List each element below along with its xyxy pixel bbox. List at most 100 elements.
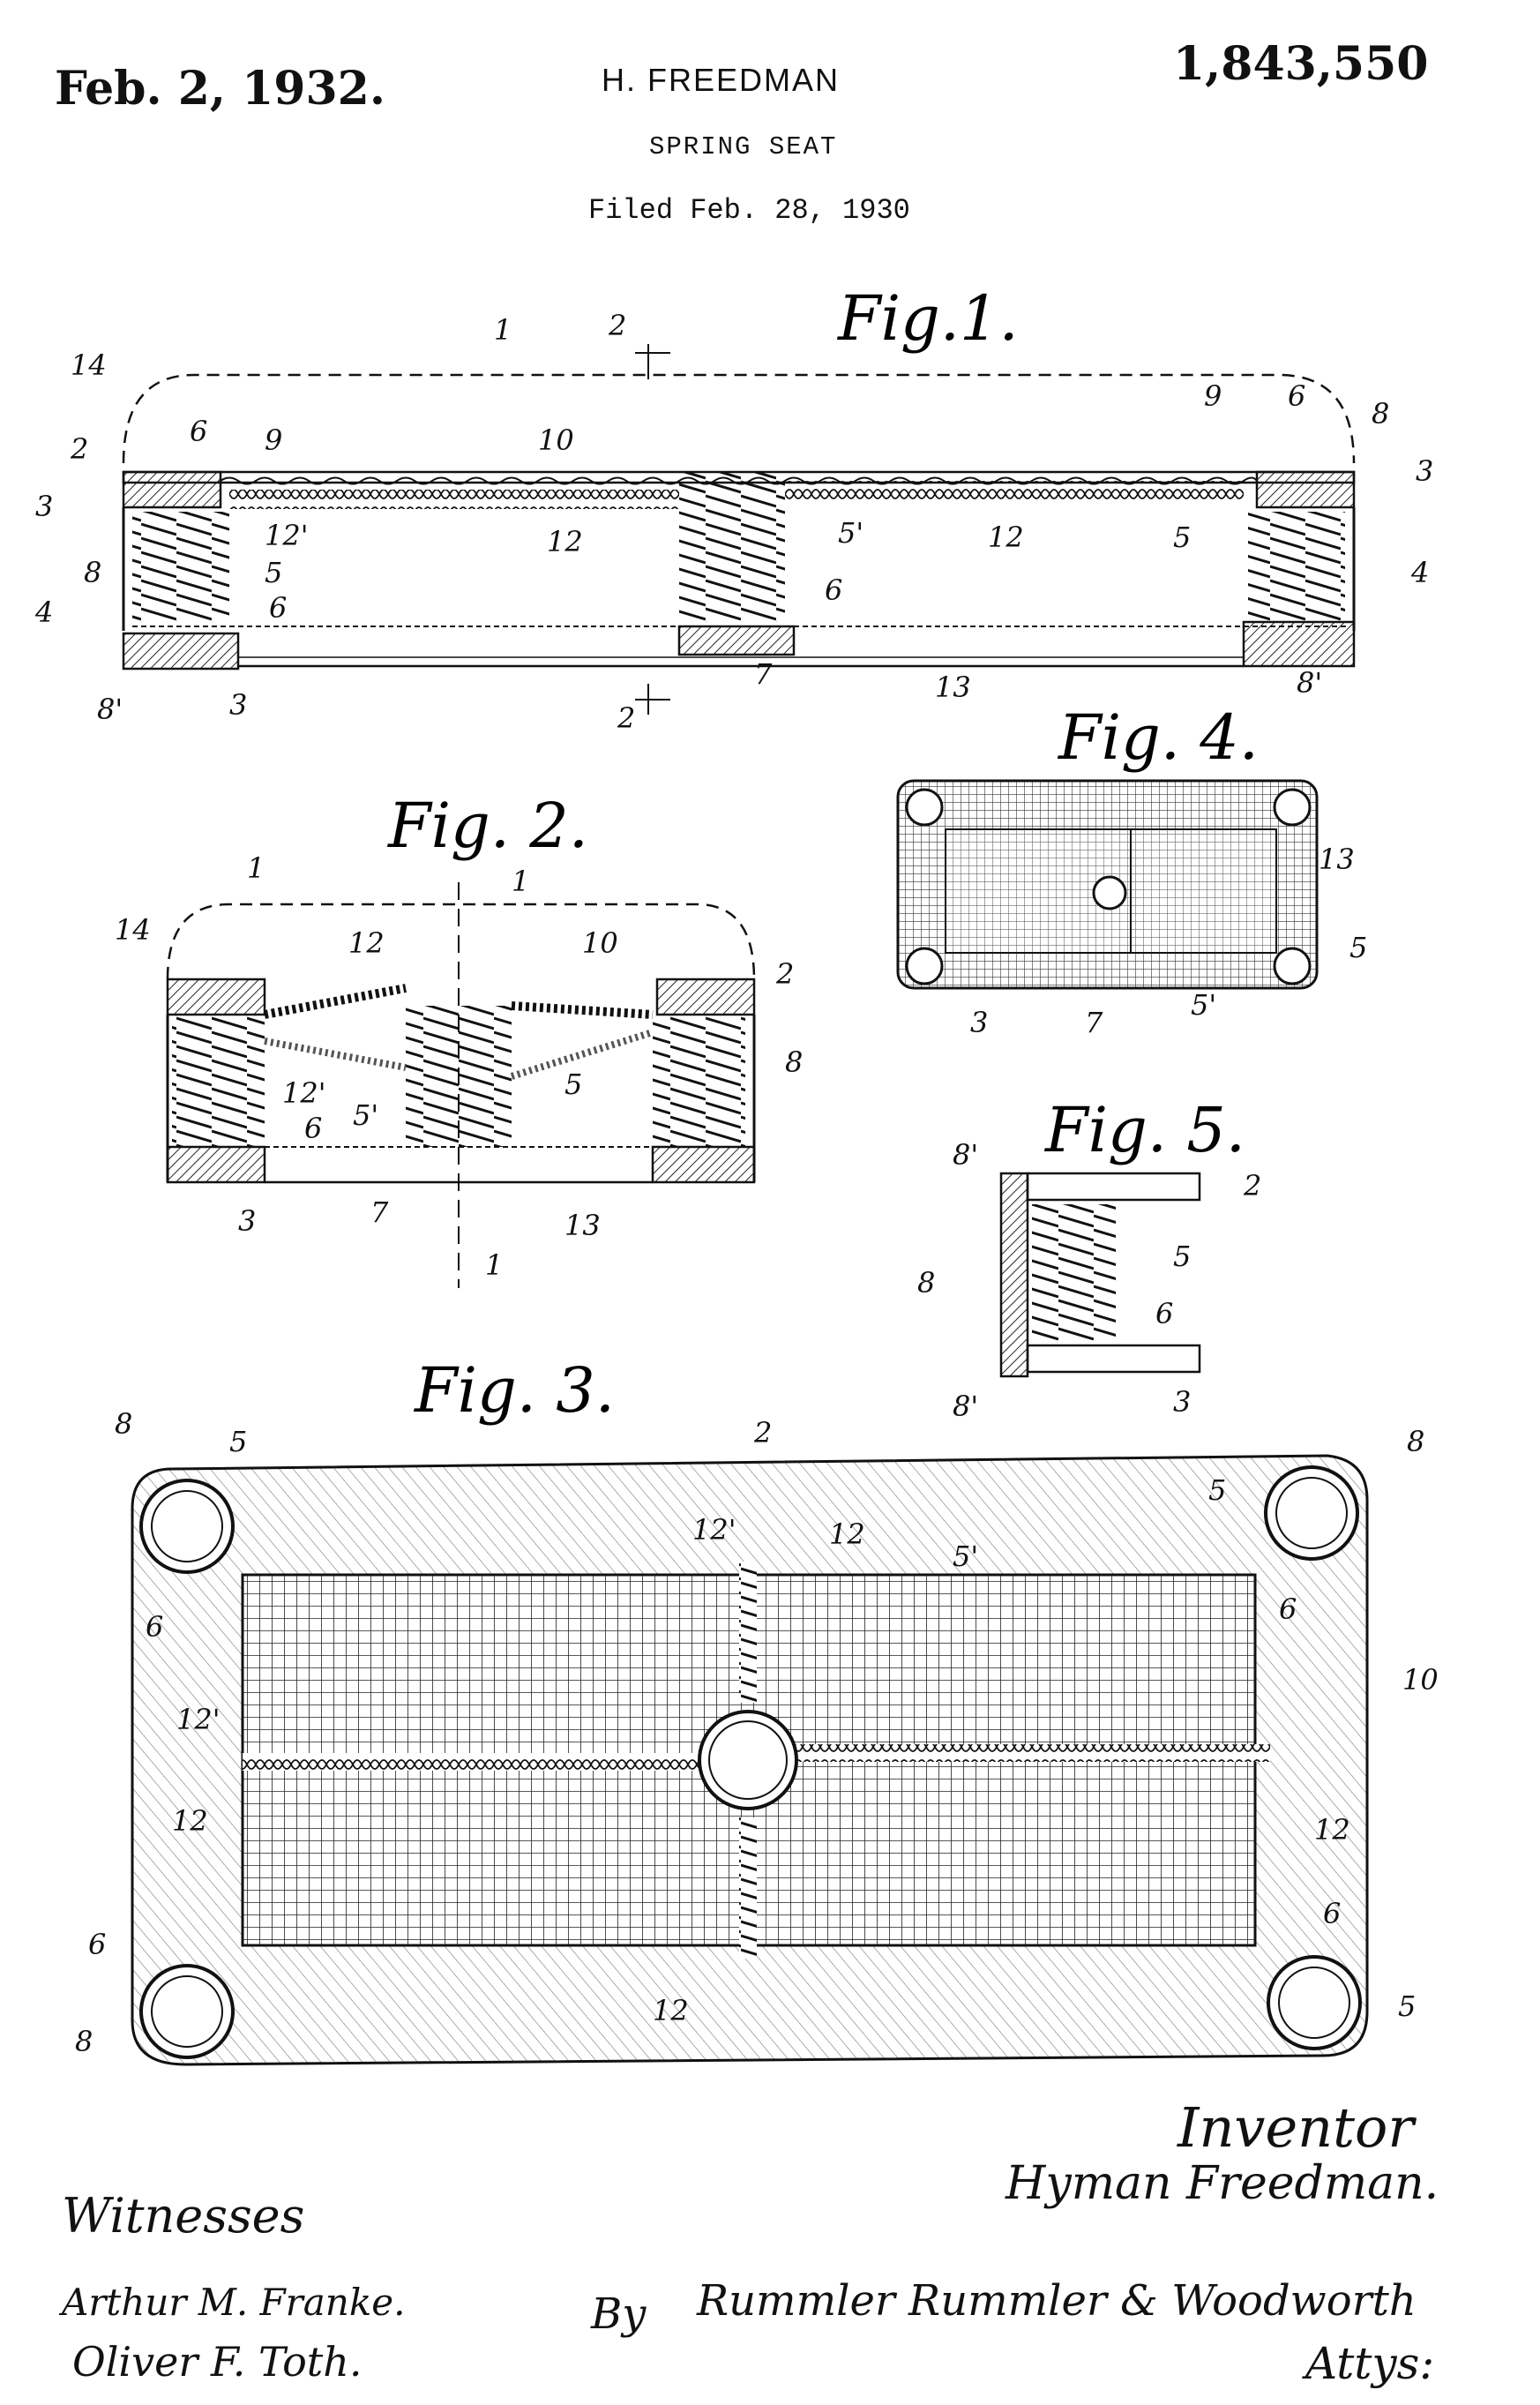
svg-text:1: 1 (512, 865, 529, 898)
patent-number: 1,843,550 (1173, 37, 1429, 91)
patent-title: SPRING SEAT (649, 132, 838, 161)
svg-text:10: 10 (538, 423, 574, 457)
svg-text:8': 8' (953, 1138, 978, 1172)
svg-text:3: 3 (35, 490, 53, 523)
svg-text:6: 6 (146, 1610, 163, 1644)
svg-text:3: 3 (238, 1204, 256, 1238)
svg-text:5': 5' (838, 516, 863, 550)
svg-text:6: 6 (190, 415, 207, 448)
svg-text:1: 1 (485, 1248, 503, 1282)
svg-text:4: 4 (34, 596, 53, 629)
svg-text:2: 2 (1243, 1169, 1261, 1202)
svg-text:8: 8 (115, 1407, 132, 1441)
svg-text:1: 1 (247, 851, 265, 885)
svg-text:14: 14 (115, 913, 151, 947)
svg-text:14: 14 (71, 348, 107, 382)
svg-text:12': 12' (282, 1076, 326, 1110)
fig4-caption: Fig. 4. (1057, 701, 1259, 774)
svg-text:2: 2 (608, 309, 626, 342)
inventor-name-header: H. FREEDMAN (602, 62, 841, 98)
svg-text:5: 5 (229, 1425, 247, 1458)
by-label: By (591, 2289, 647, 2339)
svg-text:13: 13 (935, 671, 971, 704)
svg-text:12: 12 (829, 1517, 865, 1551)
svg-text:8': 8' (97, 693, 123, 726)
svg-text:5': 5' (353, 1098, 378, 1132)
inventor-label: Inventor (1177, 2095, 1414, 2160)
svg-text:4: 4 (1410, 556, 1429, 589)
fig3-caption: Fig. 3. (413, 1354, 615, 1427)
svg-text:5: 5 (1173, 521, 1191, 554)
svg-text:5: 5 (1398, 1989, 1416, 2023)
svg-text:5: 5 (1208, 1473, 1226, 1507)
svg-text:5': 5' (953, 1540, 978, 1573)
svg-text:2: 2 (617, 701, 635, 735)
figure-5: Fig. 5. 8' 2 8 5 6 3 8' (917, 1094, 1261, 1423)
svg-text:1: 1 (494, 313, 512, 347)
svg-text:5: 5 (564, 1068, 582, 1101)
svg-text:13: 13 (1319, 843, 1355, 876)
svg-text:8': 8' (953, 1390, 978, 1423)
svg-text:8: 8 (75, 2025, 93, 2058)
svg-text:7: 7 (754, 657, 773, 691)
svg-text:10: 10 (1402, 1663, 1439, 1697)
svg-text:8: 8 (1407, 1425, 1424, 1458)
svg-text:12: 12 (988, 521, 1024, 554)
svg-text:5: 5 (265, 556, 282, 589)
svg-text:9: 9 (265, 423, 282, 457)
svg-text:3: 3 (1173, 1385, 1191, 1419)
filed-date: Filed Feb. 28, 1930 (588, 194, 910, 227)
figure-1: Fig.1. 14 1 2 (34, 282, 1433, 735)
fig2-caption: Fig. 2. (386, 790, 588, 862)
svg-text:7: 7 (1085, 1006, 1103, 1039)
svg-text:8: 8 (84, 556, 101, 589)
fig1-cushion-outline (122, 373, 1356, 464)
svg-text:10: 10 (582, 926, 618, 960)
svg-text:2: 2 (753, 1416, 772, 1450)
patent-date: Feb. 2, 1932. (55, 62, 385, 116)
figure-2: Fig. 2. 1 1 14 12 10 2 8 12' 5' 5 6 3 (115, 790, 803, 1288)
fig5-caption: Fig. 5. (1043, 1094, 1245, 1166)
svg-text:13: 13 (564, 1209, 601, 1242)
svg-text:8': 8' (1297, 666, 1322, 700)
svg-text:6: 6 (1279, 1592, 1297, 1626)
attorneys-label: Attys: (1305, 2338, 1435, 2389)
inventor-signature: Hyman Freedman. (1005, 2157, 1439, 2210)
svg-text:6: 6 (269, 591, 287, 625)
svg-text:12': 12' (176, 1703, 221, 1736)
svg-text:3: 3 (970, 1006, 988, 1039)
svg-text:7: 7 (370, 1195, 389, 1229)
svg-text:12': 12' (692, 1513, 736, 1547)
svg-text:3: 3 (1416, 454, 1433, 488)
svg-text:5: 5 (1173, 1240, 1191, 1273)
svg-text:3: 3 (229, 688, 247, 722)
svg-text:2: 2 (70, 432, 88, 466)
svg-text:12': 12' (265, 519, 309, 552)
svg-text:12: 12 (1314, 1813, 1350, 1847)
svg-text:6: 6 (1288, 379, 1305, 413)
svg-text:6: 6 (88, 1928, 106, 1961)
svg-text:8: 8 (785, 1045, 803, 1079)
svg-text:6: 6 (1155, 1297, 1173, 1330)
svg-text:12: 12 (172, 1804, 208, 1838)
svg-text:9: 9 (1204, 379, 1222, 413)
svg-text:8: 8 (1372, 397, 1389, 431)
attorney-signature: Rummler Rummler & Woodworth (697, 2276, 1417, 2326)
svg-text:8: 8 (917, 1266, 935, 1300)
svg-text:12: 12 (653, 1994, 689, 2027)
svg-text:12: 12 (547, 525, 583, 558)
svg-text:2: 2 (775, 957, 794, 991)
svg-text:6: 6 (304, 1112, 322, 1145)
fig1-caption: Fig.1. (836, 282, 1019, 355)
svg-text:5': 5' (1191, 988, 1216, 1022)
witness-signature-2: Oliver F. Toth. (72, 2338, 363, 2386)
figure-3: Fig. 3. 8 5 2 8 5 6 6 (75, 1354, 1439, 2066)
svg-text:6: 6 (825, 573, 842, 607)
svg-text:5: 5 (1349, 931, 1367, 964)
figure-4: Fig. 4. 13 5 3 7 5' (896, 701, 1367, 1039)
witnesses-label: Witnesses (62, 2188, 305, 2244)
svg-text:12: 12 (348, 926, 385, 960)
svg-text:6: 6 (1323, 1897, 1341, 1930)
witness-signature-1: Arthur M. Franke. (62, 2281, 406, 2324)
